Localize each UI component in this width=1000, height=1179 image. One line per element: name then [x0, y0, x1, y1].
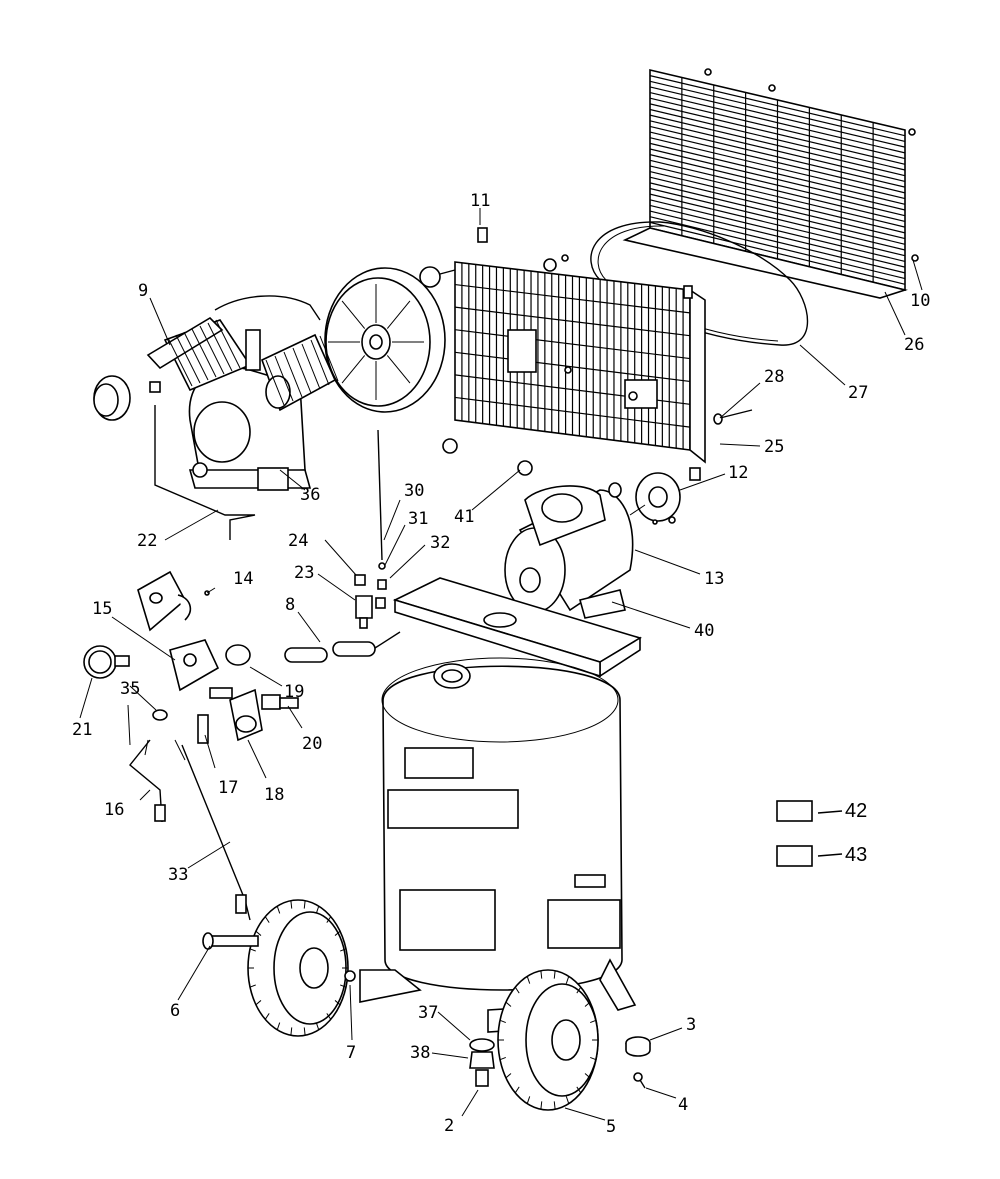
callout-19: 19: [284, 682, 304, 702]
callout-40: 40: [694, 621, 714, 641]
callout-31: 31: [408, 509, 428, 529]
compressor-pump: [146, 295, 339, 491]
callout-13: 13: [704, 569, 724, 589]
callout-36: 36: [300, 485, 320, 505]
motor-pulley: [608, 472, 681, 525]
callout-43: 43: [845, 844, 867, 866]
callout-23: 23: [294, 563, 314, 583]
tank-pressure-gauge: [83, 645, 130, 679]
guard-hardware: [419, 227, 753, 481]
callout-42: 42: [845, 800, 867, 822]
callout-28: 28: [764, 367, 784, 387]
air-filter: [93, 375, 131, 421]
air-tank: [359, 657, 637, 1033]
label-box-42: [776, 800, 813, 822]
flywheel: [324, 267, 446, 413]
front-belt-guard: [454, 261, 706, 464]
rubber-foot: [625, 1036, 651, 1057]
drain-valve: [469, 1038, 495, 1087]
callout-3: 3: [686, 1015, 696, 1035]
callout-24: 24: [288, 531, 308, 551]
left-wheel: [247, 899, 349, 1037]
callout-12: 12: [728, 463, 748, 483]
tank-base-plate: [392, 577, 642, 678]
callout-2: 2: [444, 1116, 454, 1136]
callout-9: 9: [138, 281, 148, 301]
check-valve-fittings: [354, 562, 387, 629]
callout-27: 27: [848, 383, 868, 403]
callout-26: 26: [904, 335, 924, 355]
callout-22: 22: [137, 531, 157, 551]
drive-belt: [590, 221, 809, 346]
callout-17: 17: [218, 778, 238, 798]
callout-18: 18: [264, 785, 284, 805]
pressure-switch: [137, 570, 210, 632]
callout-41: 41: [454, 507, 474, 527]
callout-10: 10: [910, 291, 930, 311]
callout-30: 30: [404, 481, 424, 501]
callout-37: 37: [418, 1003, 438, 1023]
part-callouts: 2 3 4 5 6 7 8 9 10 11 12 13 14 15 16 17 …: [72, 191, 930, 1137]
callout-32: 32: [430, 533, 450, 553]
leader-lines: [79, 208, 923, 1121]
electric-motor: [504, 485, 634, 619]
manifold: [169, 639, 251, 692]
callout-38: 38: [410, 1043, 430, 1063]
foot-bolt: [633, 1072, 646, 1089]
outlet-tube: [154, 405, 256, 540]
callout-16: 16: [104, 800, 124, 820]
callout-33: 33: [168, 865, 188, 885]
callout-20: 20: [302, 734, 322, 754]
callout-25: 25: [764, 437, 784, 457]
label-box-43: [776, 845, 813, 867]
callout-7: 7: [346, 1043, 356, 1063]
right-wheel: [497, 969, 599, 1111]
callout-8: 8: [285, 595, 295, 615]
callout-5: 5: [606, 1117, 616, 1137]
axle-bolt: [202, 932, 259, 950]
regulator-and-coupler: [152, 687, 299, 744]
callout-11: 11: [470, 191, 490, 211]
callout-14: 14: [233, 569, 253, 589]
callout-4: 4: [678, 1095, 688, 1115]
callout-15: 15: [92, 599, 112, 619]
callout-6: 6: [170, 1001, 180, 1021]
callout-21: 21: [72, 720, 92, 740]
callout-35: 35: [120, 679, 140, 699]
power-cords: [127, 704, 251, 921]
label-callouts: 42 43: [776, 800, 867, 867]
